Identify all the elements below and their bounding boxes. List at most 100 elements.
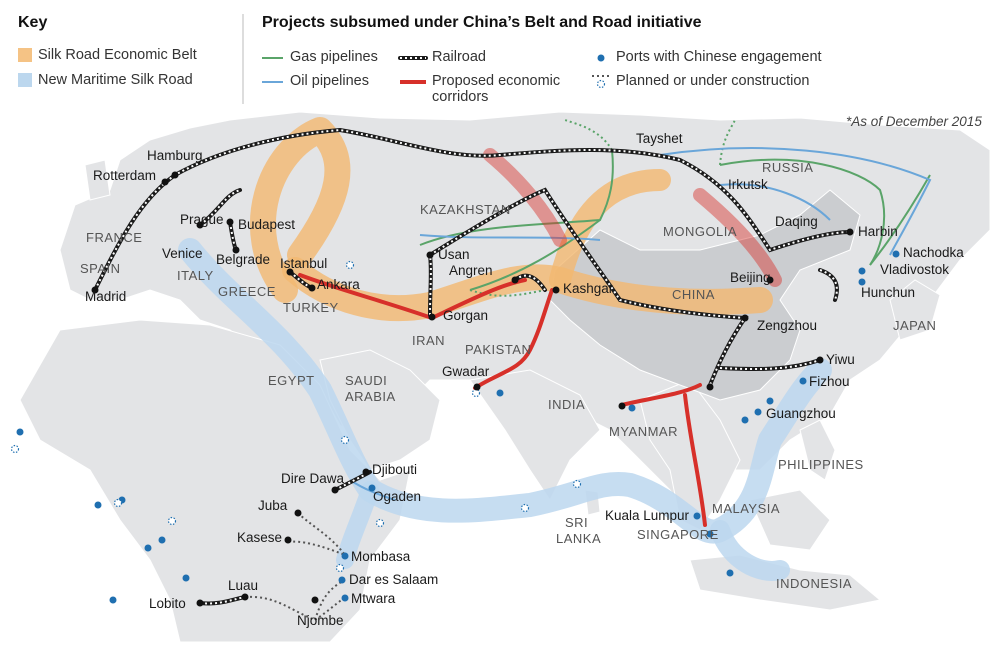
dot-djibouti <box>362 468 370 476</box>
rail-lobito <box>198 595 247 606</box>
belt-north <box>549 169 671 291</box>
city-mtwara: Mtwara <box>351 591 396 606</box>
dot-gorgan <box>428 313 436 321</box>
city-harbin: Harbin <box>858 224 898 239</box>
city-dar-es-salaam: Dar es Salaam <box>349 572 439 587</box>
belt-main <box>282 257 773 322</box>
country-kazakhstan: KAZAKHSTAN <box>420 202 511 217</box>
planned-port-sri-lanka <box>572 479 582 489</box>
dot-myanmar <box>618 402 626 410</box>
dot-dire-dawa <box>331 486 339 494</box>
legend-ports-label: Ports with Chinese engagement <box>616 49 822 65</box>
city-istanbul: Istanbul <box>280 256 328 271</box>
port-djibouti <box>368 484 376 492</box>
dot-gwadar <box>473 383 481 391</box>
dot-prague <box>196 221 204 229</box>
city-gwadar: Gwadar <box>442 364 490 379</box>
city-juba: Juba <box>258 498 288 513</box>
dot-njombe <box>311 596 319 604</box>
city-madrid: Madrid <box>85 289 127 304</box>
dot-istanbul <box>286 268 294 276</box>
dot-juba <box>294 509 302 517</box>
country-greece: GREECE <box>218 284 276 299</box>
city-nachodka: Nachodka <box>903 245 964 260</box>
city-dire-dawa: Dire Dawa <box>281 471 345 486</box>
city-zengzhou: Zengzhou <box>757 318 818 333</box>
country-italy: ITALY <box>177 268 214 283</box>
city-belgrade: Belgrade <box>216 252 271 267</box>
city-djibouti: Djibouti <box>372 462 418 477</box>
city-irkutsk: Irkutsk <box>728 177 768 192</box>
city-prague: Prague <box>180 212 224 227</box>
city-daqing: Daqing <box>775 214 818 229</box>
city-ankara: Ankara <box>317 277 360 292</box>
corridor-mongolia <box>693 188 782 287</box>
gas-pipelines <box>419 149 931 291</box>
port-singapore <box>706 530 714 538</box>
legend-port-dot <box>597 54 605 62</box>
port-dar-es-salaam <box>338 576 346 584</box>
gas-sakhalin <box>869 174 931 266</box>
dot-ankara <box>308 284 316 292</box>
city-njombe: Njombe <box>297 613 344 628</box>
port-south-china-2 <box>741 416 749 424</box>
country-pakistan: PAKISTAN <box>465 342 532 357</box>
city-dots <box>91 171 854 607</box>
dot-belgrade <box>232 246 240 254</box>
dot-yiwu <box>816 356 824 364</box>
city-beijing: Beijing <box>730 270 771 285</box>
dot-luau <box>241 593 249 601</box>
dot-china-south <box>706 383 714 391</box>
port-west-africa-6 <box>182 574 190 582</box>
country-russia: RUSSIA <box>762 160 814 175</box>
city-tayshet: Tayshet <box>636 131 683 146</box>
country-egypt: EGYPT <box>268 373 315 388</box>
gas-planned-west <box>564 119 613 151</box>
dot-budapest <box>226 218 234 226</box>
ports <box>16 250 900 604</box>
oil-daqing <box>719 183 831 221</box>
swatch-belt <box>18 48 32 62</box>
swatch-maritime <box>18 73 32 87</box>
port-mtwara <box>341 594 349 602</box>
port-west-africa-7 <box>109 596 117 604</box>
city-mombasa: Mombasa <box>351 549 411 564</box>
corridor-cpec <box>473 288 554 390</box>
country-indonesia: INDONESIA <box>776 576 853 591</box>
port-guangzhou <box>766 397 774 405</box>
gas-central-asia <box>419 149 614 246</box>
oil-espo <box>659 147 932 256</box>
city-rotterdam: Rotterdam <box>93 168 157 183</box>
country-saudi: SAUDI <box>345 373 388 388</box>
city-luau: Luau <box>228 578 259 593</box>
dot-lobito <box>196 599 204 607</box>
planned-port-guinea <box>113 498 123 508</box>
planned-port-senegal <box>10 444 20 454</box>
key-maritime-label: New Maritime Silk Road <box>38 72 193 88</box>
city-fizhou: Fizhou <box>809 374 850 389</box>
country-lanka: LANKA <box>556 531 602 546</box>
planned-east-africa <box>287 512 348 558</box>
planned-port-tanzania <box>335 563 345 573</box>
oil-pipelines <box>349 147 932 501</box>
gas-russia <box>719 158 886 266</box>
legend-gas-label: Gas pipelines <box>290 49 378 65</box>
country-philippines: PHILIPPINES <box>778 457 864 472</box>
city-lobito: Lobito <box>149 596 186 611</box>
planned-ports <box>10 260 582 573</box>
india-land <box>469 369 601 501</box>
country-france: FRANCE <box>86 230 143 245</box>
country-india: INDIA <box>548 397 586 412</box>
port-hunchun <box>858 278 866 286</box>
city-budapest: Budapest <box>238 217 296 232</box>
dot-angren <box>511 276 519 284</box>
country-spain: SPAIN <box>80 261 121 276</box>
country-myanmar: MYANMAR <box>609 424 678 439</box>
borneo-land <box>749 489 831 551</box>
planned-port-ghana <box>167 516 177 526</box>
corridor-indochina <box>683 393 707 527</box>
country-arabia: ARABIA <box>345 389 396 404</box>
city-hunchun: Hunchun <box>861 285 916 300</box>
city-venice: Venice <box>162 246 203 261</box>
